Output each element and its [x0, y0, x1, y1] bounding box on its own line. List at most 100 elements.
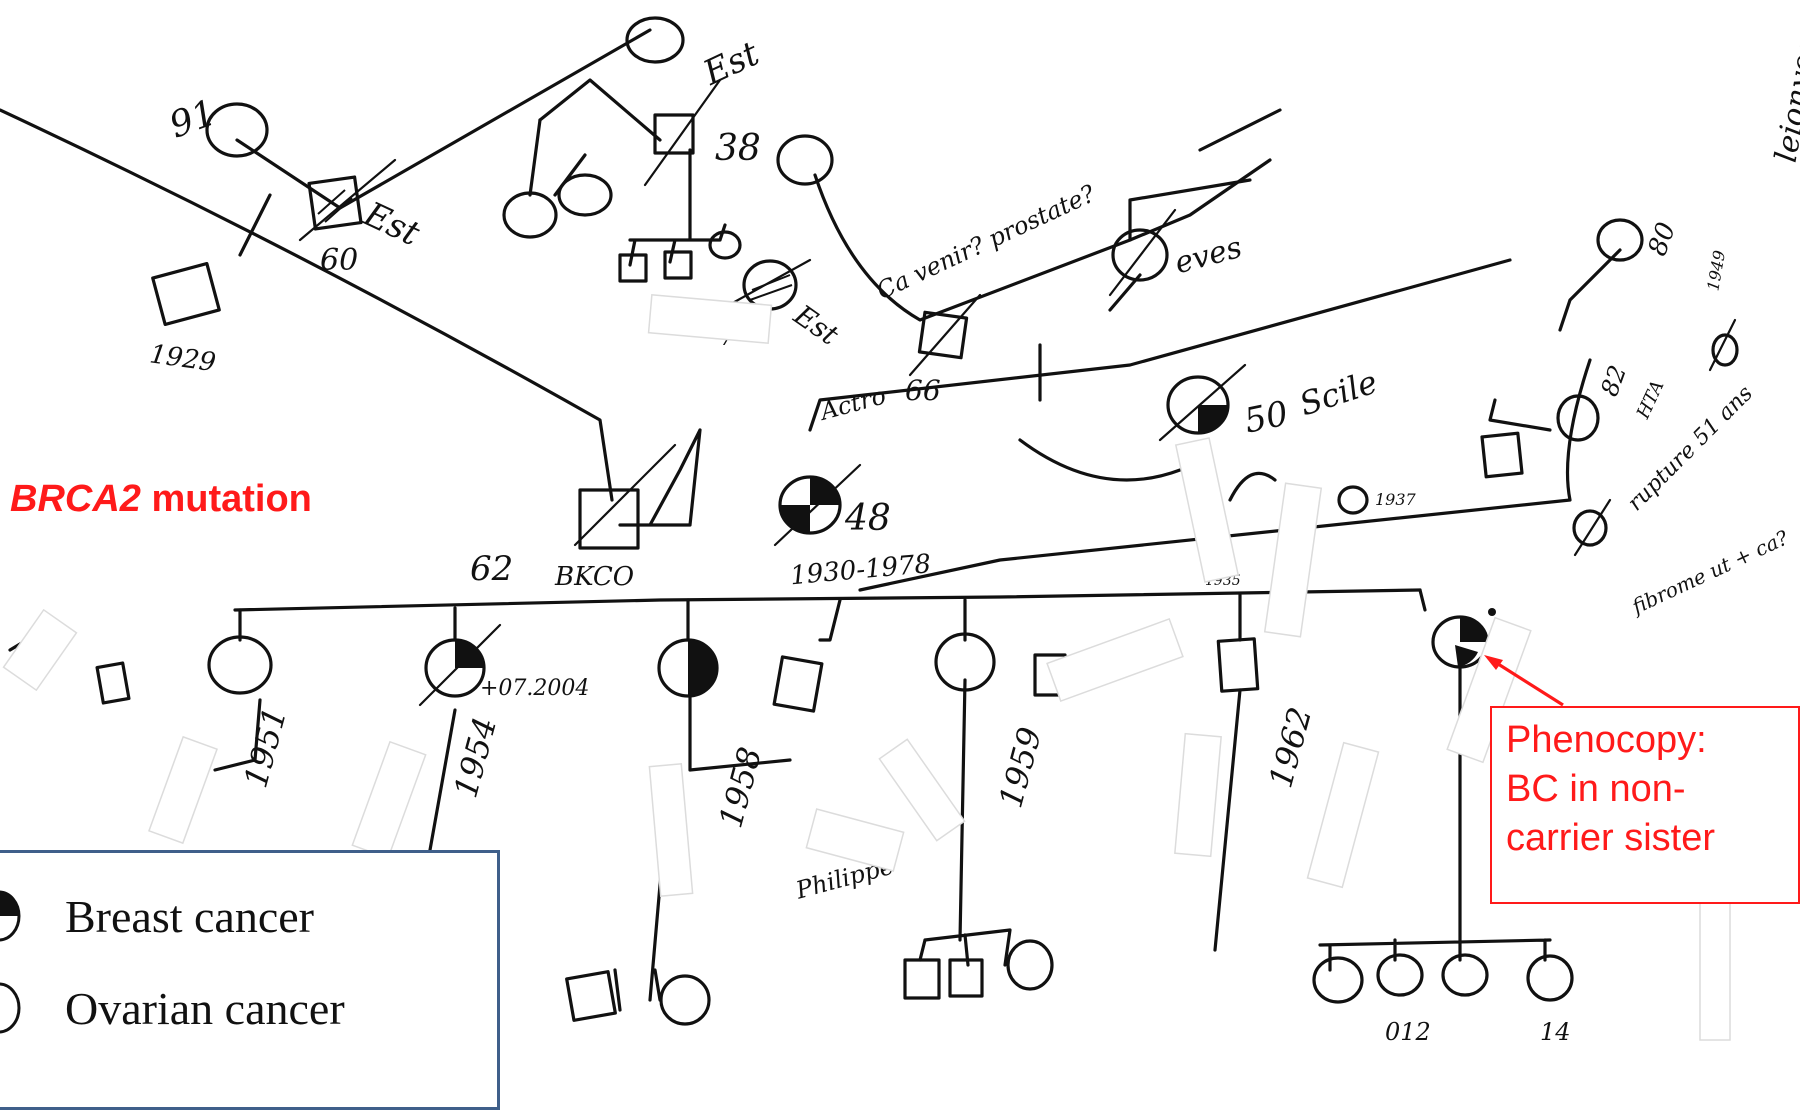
female-symbol — [661, 976, 709, 1024]
female-symbol — [1598, 220, 1642, 260]
breast-cancer-fill — [688, 640, 717, 696]
male-symbol — [620, 255, 646, 281]
female-symbol — [1008, 941, 1052, 989]
mutation-label: BRCA2 mutation — [10, 478, 312, 521]
pedigree-line — [530, 120, 585, 195]
redaction-patch — [1175, 734, 1221, 857]
pedigree-line — [240, 195, 270, 255]
deceased-slash — [1110, 210, 1175, 295]
note-sister-death: +07.2004 — [480, 676, 589, 701]
callout-line-2: BC in non- — [1506, 765, 1784, 814]
redaction-patch — [1700, 890, 1730, 1040]
female-symbol — [1314, 958, 1362, 1002]
male-symbol — [567, 972, 616, 1021]
note-est-top: Est — [697, 34, 766, 94]
note-14: 14 — [1540, 1018, 1571, 1046]
redaction-patch — [1047, 619, 1183, 701]
legend-label-ovarian-cancer: Ovarian cancer — [65, 982, 345, 1035]
father-symbol — [580, 490, 638, 548]
female-symbol — [504, 193, 556, 237]
note-age-82: 82 — [1595, 362, 1632, 400]
male-symbol — [905, 960, 939, 998]
note-year-1937: 1937 — [1375, 490, 1417, 509]
pedigree-line — [237, 30, 650, 208]
pedigree-line — [1020, 440, 1275, 500]
pedigree-line — [820, 600, 840, 640]
note-father-age: 62 — [470, 549, 513, 589]
male-symbol — [655, 115, 693, 153]
female-symbol — [209, 637, 271, 693]
note-age-80: 80 — [1643, 219, 1683, 260]
legend-label-breast-cancer: Breast cancer — [65, 890, 314, 943]
note-uncle-year: 1929 — [148, 339, 218, 378]
deceased-slash — [575, 445, 675, 545]
note-aunt: eves — [1171, 230, 1246, 281]
note-actro: Actro — [816, 381, 889, 426]
ovarian-cancer-fill — [780, 505, 810, 533]
female-symbol — [1339, 487, 1367, 513]
note-year-1958: 1958 — [711, 743, 769, 831]
phenocopy-callout: Phenocopy: BC in non- carrier sister — [1490, 706, 1800, 904]
note-year-1949: 1949 — [1703, 249, 1729, 292]
female-symbol — [1528, 956, 1572, 1000]
legend-item-ovarian-cancer: Ovarian cancer — [0, 981, 345, 1035]
note-grandmother-age: 91 — [164, 92, 221, 146]
male-symbol — [774, 657, 822, 711]
pedigree-line — [540, 80, 660, 140]
redaction-patch — [1265, 483, 1322, 637]
note-father: BKCO — [554, 562, 634, 592]
redaction-patch — [149, 737, 217, 843]
callout-line-3: carrier sister — [1506, 814, 1784, 863]
note-year-1959: 1959 — [991, 723, 1049, 811]
pedigree-line — [235, 590, 1420, 610]
note-year-1962: 1962 — [1261, 703, 1319, 791]
breast-cancer-fill — [1198, 405, 1228, 433]
female-symbol — [1574, 511, 1606, 545]
note-hta: HTA — [1632, 377, 1668, 423]
pedigree-line — [620, 430, 700, 525]
note-grandfather-age: 60 — [320, 243, 358, 278]
male-symbol — [1218, 639, 1257, 691]
pedigree-line — [1130, 110, 1280, 240]
male-symbol — [1482, 433, 1522, 477]
mutation-word: mutation — [151, 478, 311, 520]
pedigree-line — [1040, 275, 1140, 400]
male-symbol — [153, 264, 220, 325]
hatched-fill — [750, 275, 792, 300]
breast-cancer-fill — [810, 477, 840, 505]
note-grandfather-est: Est — [357, 194, 426, 254]
male-symbol — [950, 960, 982, 996]
note-mother-age: 48 — [844, 498, 891, 539]
note-est-2: Est — [787, 298, 845, 352]
carrier-dot — [1488, 608, 1496, 616]
ovarian-cancer-symbol-icon — [0, 981, 25, 1035]
female-symbol — [710, 232, 740, 258]
male-symbol — [665, 252, 691, 278]
female-symbol — [559, 175, 611, 215]
note-question: Ca venir? prostate? — [872, 179, 1099, 305]
note-year-1951: 1951 — [236, 703, 294, 791]
note-age-66: 66 — [905, 374, 941, 407]
redaction-patch — [1307, 743, 1378, 888]
female-symbol — [778, 136, 832, 184]
note-aunt-age: 50 — [1241, 394, 1292, 442]
legend-box: Breast cancer Ovarian cancer — [0, 850, 500, 1110]
note-aunt-2: Scile — [1295, 363, 1382, 424]
note-leiomyosarc: leionyosarc — [1769, 0, 1800, 165]
note-fibrome: fibrome ut + ca? — [1627, 525, 1793, 619]
male-symbol — [97, 663, 129, 703]
note-mother-years: 1930-1978 — [789, 549, 932, 591]
female-symbol — [744, 261, 796, 309]
legend-item-breast-cancer: Breast cancer — [0, 889, 314, 943]
female-symbol — [1443, 955, 1487, 995]
redaction-patch — [352, 742, 425, 858]
callout-line-1: Phenocopy: — [1506, 716, 1784, 765]
mutation-gene: BRCA2 — [10, 478, 141, 520]
redaction-patch — [649, 764, 692, 896]
pedigree-line — [0, 110, 612, 500]
female-symbol — [1378, 955, 1422, 995]
redaction-patch — [4, 610, 77, 690]
redaction-patch — [879, 739, 964, 840]
note-012: 012 — [1385, 1018, 1431, 1046]
note-year-1954: 1954 — [446, 713, 504, 801]
